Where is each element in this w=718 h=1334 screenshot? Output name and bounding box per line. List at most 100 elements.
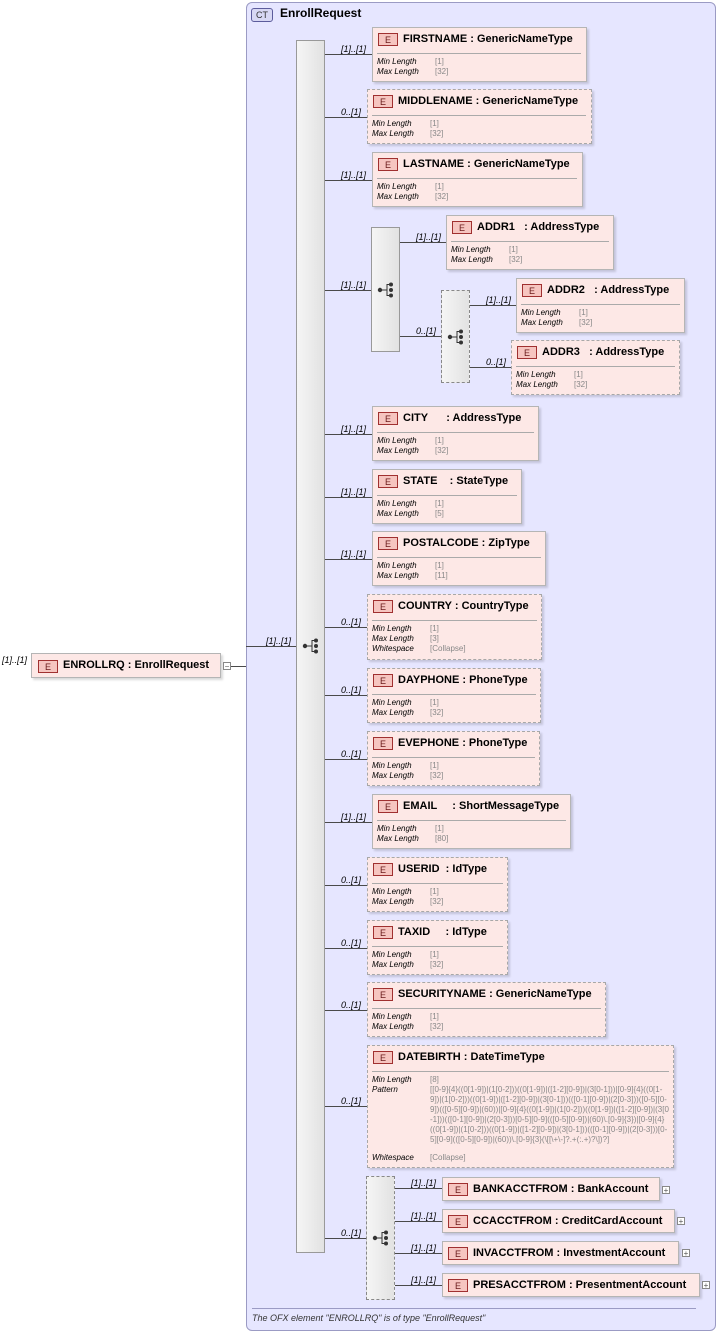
element-badge: E [378,537,398,550]
element-badge: E [373,926,393,939]
expand-toggle-icon[interactable]: + [662,1186,670,1195]
element-email[interactable]: E EMAIL : ShortMessageType Min Length [1… [372,794,571,849]
max-length-value: [32] [430,708,444,717]
element-datebirth[interactable]: E DATEBIRTH : DateTimeType Min Length [8… [367,1045,674,1168]
element-country[interactable]: E COUNTRY : CountryType Min Length [1] M… [367,594,542,660]
element-label: POSTALCODE : ZipType [403,537,530,549]
field-label: Min Length [377,182,417,191]
cardinality-label: [1]..[1] [341,170,367,180]
element-label: COUNTRY : CountryType [398,600,529,612]
element-badge: E [373,863,393,876]
cardinality-label: 0..[1] [486,357,507,367]
element-bankacctfrom[interactable]: E BANKACCTFROM : BankAccount [442,1177,660,1201]
addr-inner-sequence-compositor[interactable] [441,290,470,383]
whitespace-value: [Collapse] [430,644,466,653]
element-label: DAYPHONE : PhoneType [398,674,528,686]
cardinality-label: [1]..[1] [411,1178,437,1188]
cardinality-label: 0..[1] [341,107,362,117]
element-middlename[interactable]: E MIDDLENAME : GenericNameType Min Lengt… [367,89,592,144]
element-badge: E [373,600,393,613]
field-label: Max Length [372,960,414,969]
element-dayphone[interactable]: E DAYPHONE : PhoneType Min Length [1] Ma… [367,668,541,723]
field-label: Min Length [372,761,412,770]
element-addr2[interactable]: E ADDR2 : AddressType Min Length [1] Max… [516,278,685,333]
element-state[interactable]: E STATE : StateType Min Length [1] Max L… [372,469,522,524]
element-label: TAXID : IdType [398,926,487,938]
max-length-value: [32] [430,960,444,969]
element-ccacctfrom[interactable]: E CCACCTFROM : CreditCardAccount [442,1209,675,1233]
element-label: INVACCTFROM : InvestmentAccount [473,1247,666,1259]
field-label: Max Length [372,897,414,906]
footer-divider [252,1308,696,1309]
field-label: Min Length [372,698,412,707]
element-taxid[interactable]: E TAXID : IdType Min Length [1] Max Leng… [367,920,508,975]
max-length-value: [32] [435,192,449,201]
element-badge: E [373,95,393,108]
element-presacctfrom[interactable]: E PRESACCTFROM : PresentmentAccount [442,1273,700,1297]
expand-toggle-icon[interactable]: + [682,1249,690,1258]
cardinality-label: [1]..[1] [341,549,367,559]
cardinality-label: [1]..[1] [341,280,367,290]
element-addr1[interactable]: E ADDR1 : AddressType Min Length [1] Max… [446,215,614,270]
min-length-value: [1] [435,561,444,570]
element-badge: E [378,800,398,813]
element-label: MIDDLENAME : GenericNameType [398,95,579,107]
element-invacctfrom[interactable]: E INVACCTFROM : InvestmentAccount [442,1241,679,1265]
element-evephone[interactable]: E EVEPHONE : PhoneType Min Length [1] Ma… [367,731,540,786]
element-label: CITY : AddressType [403,412,522,424]
max-length-value: [80] [435,834,449,843]
min-length-value: [8] [430,1075,439,1084]
cardinality-label: 0..[1] [341,1000,362,1010]
pattern-value: [[0-9]{4}((0[1-9])|(1[0-2]))((0[1-9])|([… [430,1085,669,1144]
min-length-value: [1] [430,761,439,770]
field-label: Max Length [372,771,414,780]
field-label: Min Length [377,57,417,66]
element-badge: E [448,1279,468,1292]
field-label: Pattern [372,1085,398,1094]
collapse-toggle-icon[interactable]: − [223,662,231,671]
field-label: Max Length [521,318,563,327]
element-postalcode[interactable]: E POSTALCODE : ZipType Min Length [1] Ma… [372,531,546,586]
min-length-value: [1] [430,1012,439,1021]
cardinality-label: [1]..[1] [411,1211,437,1221]
field-label: Min Length [372,624,412,633]
cardinality-label: [1]..[1] [341,487,367,497]
cardinality-label: 0..[1] [341,875,362,885]
element-userid[interactable]: E USERID : IdType Min Length [1] Max Len… [367,857,508,912]
min-length-value: [1] [435,182,444,191]
address-sequence-compositor[interactable] [371,227,400,352]
field-label: Max Length [377,509,419,518]
element-city[interactable]: E CITY : AddressType Min Length [1] Max … [372,406,539,461]
expand-toggle-icon[interactable]: + [677,1217,685,1226]
min-length-value: [1] [435,499,444,508]
sequence-icon [377,282,393,298]
type-footer-note: The OFX element "ENROLLRQ" is of type "E… [252,1313,486,1323]
connector-line [231,666,246,667]
field-label: Min Length [521,308,561,317]
field-label: Max Length [377,446,419,455]
field-label: Max Length [372,129,414,138]
min-length-value: [1] [430,624,439,633]
element-label: ADDR2 : AddressType [547,284,670,296]
root-element-enrollrq[interactable]: E ENROLLRQ : EnrollRequest [31,653,221,678]
element-badge: E [452,221,472,234]
cardinality-label: 0..[1] [341,617,362,627]
field-label: Max Length [516,380,558,389]
field-label: Whitespace [372,1153,414,1162]
element-label: STATE : StateType [403,475,509,487]
element-label: EMAIL : ShortMessageType [403,800,560,812]
expand-toggle-icon[interactable]: + [702,1281,710,1290]
field-label: Min Length [372,1012,412,1021]
field-label: Max Length [372,708,414,717]
element-label: BANKACCTFROM : BankAccount [473,1183,649,1195]
element-lastname[interactable]: E LASTNAME : GenericNameType Min Length … [372,152,583,207]
min-length-value: [1] [430,119,439,128]
element-firstname[interactable]: E FIRSTNAME : GenericNameType Min Length… [372,27,587,82]
cardinality-label: 0..[1] [416,326,437,336]
complex-type-badge: CT [251,8,273,22]
connector-line [246,646,296,647]
element-securityname[interactable]: E SECURITYNAME : GenericNameType Min Len… [367,982,606,1037]
whitespace-value: [Collapse] [430,1153,466,1162]
element-addr3[interactable]: E ADDR3 : AddressType Min Length [1] Max… [511,340,680,395]
field-label: Max Length [377,192,419,201]
